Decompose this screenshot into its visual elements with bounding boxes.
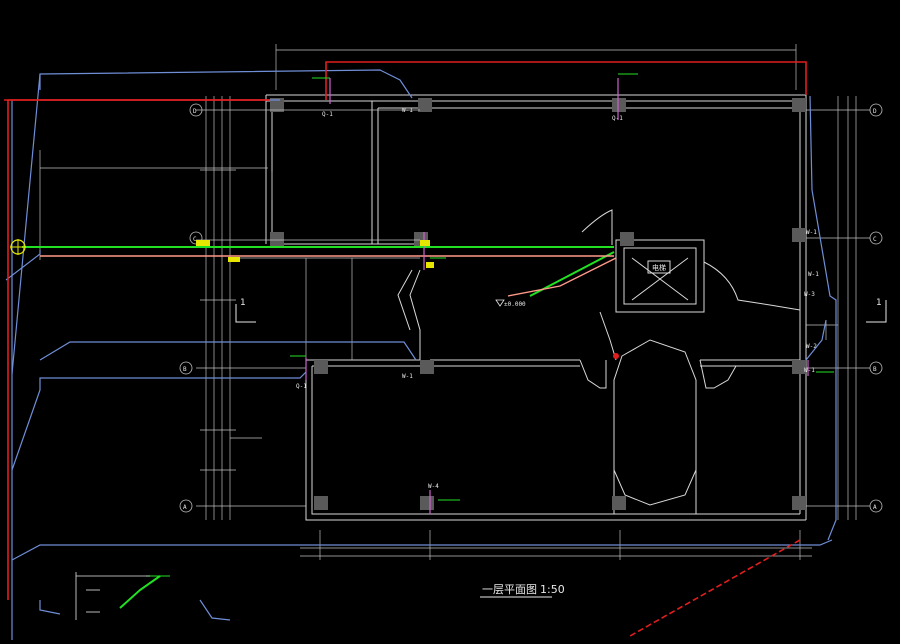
label-q1-lower: Q-1: [296, 383, 307, 390]
axis-label-right-c: C: [873, 236, 877, 243]
axis-label-left-b: B: [183, 366, 187, 373]
circle-axis-icon: [869, 103, 883, 117]
axis-label-left-a: A: [183, 504, 187, 511]
axis-label-left-d: D: [193, 108, 197, 115]
grid-axis-letters: D C B A D C B A: [183, 108, 877, 511]
circle-axis-icon: [179, 361, 193, 375]
label-w1-right-mid: W-1: [808, 271, 819, 278]
annotation-labels: Q-1 W-1 Q-1 W-1 W-1 W-2 W-3 Q-1 W-1 W-4 …: [296, 107, 819, 490]
axis-label-left-c: C: [193, 236, 197, 243]
label-q1-top-right: Q-1: [612, 115, 623, 122]
axis-label-right-a: A: [873, 504, 877, 511]
elevation-mark-label: ±0.000: [504, 301, 526, 308]
elevation-triangle-icon: [495, 299, 505, 307]
section-mark-icon: [866, 300, 887, 323]
label-w4-bottom: W-4: [428, 483, 439, 490]
label-w1-bottom-right: W-1: [804, 367, 815, 374]
circle-axis-icon: [869, 361, 883, 375]
drawing-scale: 1:50: [540, 583, 565, 596]
label-w3-right: W-3: [804, 291, 815, 298]
label-w2-right: W-2: [806, 343, 817, 350]
circle-axis-icon: [869, 231, 883, 245]
label-w1-right-c: W-1: [806, 229, 817, 236]
salmon-pipe-network: [40, 255, 617, 297]
circle-axis-icon: [179, 499, 193, 513]
drawing-title-block: 一层平面图 1:50: [480, 583, 565, 598]
label-w1-lower: W-1: [402, 373, 413, 380]
circle-axis-icon: [869, 499, 883, 513]
axis-label-right-d: D: [873, 108, 877, 115]
elevator-room-label: 电梯: [652, 263, 666, 272]
section-mark-right-number: 1: [876, 298, 882, 308]
riser-markers: [305, 78, 809, 514]
dimension-lines: [39, 44, 870, 560]
drawing-title: 一层平面图: [482, 583, 537, 596]
label-w1-top: W-1: [402, 107, 413, 114]
yellow-tags: [196, 240, 434, 268]
axis-label-right-b: B: [873, 366, 877, 373]
section-marks: [235, 300, 887, 323]
grid-axis-bubbles: [179, 103, 883, 513]
circle-axis-icon: [189, 103, 203, 117]
section-mark-left-number: 1: [240, 298, 246, 308]
legend-sketch: [75, 572, 150, 620]
label-q1-top-left: Q-1: [322, 111, 333, 118]
section-mark-icon: [235, 304, 256, 323]
red-pipe-network: [4, 61, 807, 637]
red-marker-dot: [613, 353, 619, 359]
